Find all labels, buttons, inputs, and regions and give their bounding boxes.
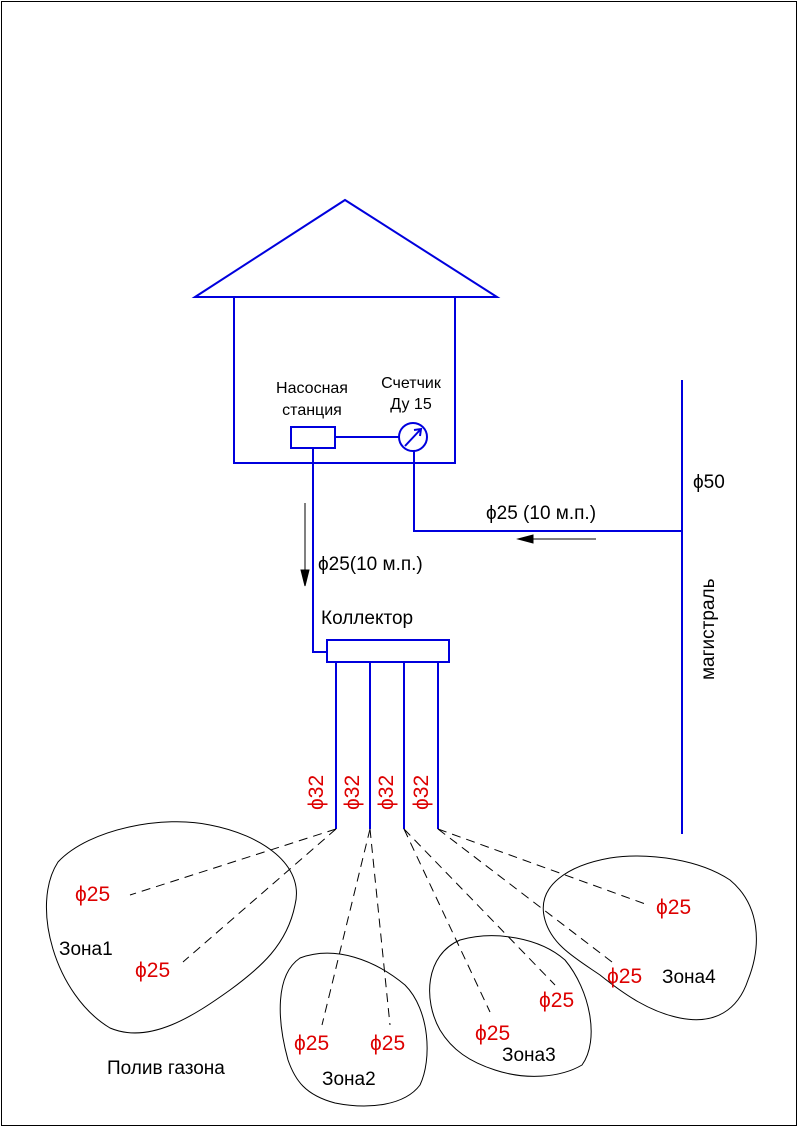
main-diameter-label: ϕ50 [693, 472, 725, 493]
zone-3-name: Зона3 [502, 1045, 556, 1066]
outlet-3-label: ϕ32 [375, 775, 398, 810]
meter-icon [398, 422, 428, 452]
collector-outlets [335, 662, 439, 829]
branch-z3-a [403, 828, 491, 1013]
supply-pipe [413, 451, 682, 532]
zone-2-branch-1-label: ϕ25 [294, 1032, 329, 1055]
diagram-caption: Полив газона [107, 1058, 225, 1079]
zone-4-outline [542, 855, 757, 1021]
outlet-1-label: ϕ32 [305, 775, 328, 810]
zone-outlines [45, 821, 757, 1107]
zone-4-name: Зона4 [662, 967, 716, 988]
main-name-label: магистраль [698, 578, 719, 680]
branch-z3-b [403, 828, 556, 986]
branch-z2-b [369, 828, 391, 1026]
collector-label: Коллектор [321, 608, 413, 629]
branch-z4-b [437, 828, 613, 963]
zone-2-branch-2-label: ϕ25 [370, 1032, 405, 1055]
zone-2-name: Зона2 [322, 1069, 376, 1090]
zone-3-branch-1-label: ϕ25 [475, 1022, 510, 1045]
zone-3-outline [429, 935, 592, 1077]
outlet-2-label: ϕ32 [341, 775, 364, 810]
house-roof [191, 198, 501, 298]
zone-1-branch-2-label: ϕ25 [135, 959, 170, 982]
meter-label-line1: Счетчик [381, 375, 442, 392]
flow-arrow-down [300, 503, 310, 587]
house-body [233, 296, 456, 464]
outlet-4-label: ϕ32 [410, 775, 433, 810]
zone-1-outline [45, 821, 297, 1034]
flow-arrow-left [516, 534, 596, 544]
branch-z1-a [129, 828, 337, 896]
branch-z4-a [437, 828, 649, 906]
zone-3-branch-2-label: ϕ25 [539, 989, 574, 1012]
supply-pipe-label: ϕ25 (10 м.п.) [486, 503, 596, 524]
pump-station-label-line1: Насосная [276, 380, 348, 397]
pump-station-label-line2: станция [282, 402, 342, 419]
zone-4-branch-1-label: ϕ25 [656, 896, 691, 919]
branch-lines [129, 828, 649, 1026]
pump-station-symbol [290, 426, 336, 449]
collector-symbol [326, 639, 450, 663]
zone-4-branch-2-label: ϕ25 [607, 965, 642, 988]
branch-z2-a [321, 828, 371, 1026]
house [191, 198, 501, 464]
branch-z1-b [182, 828, 337, 963]
zone-2-outline [279, 952, 428, 1107]
pump-collector-pipe [312, 448, 327, 653]
meter-label-line2: Ду 15 [390, 396, 432, 413]
zone-1-branch-1-label: ϕ25 [75, 883, 110, 906]
pump-collector-label: ϕ25(10 м.п.) [318, 554, 423, 575]
zone-1-name: Зона1 [59, 939, 113, 960]
